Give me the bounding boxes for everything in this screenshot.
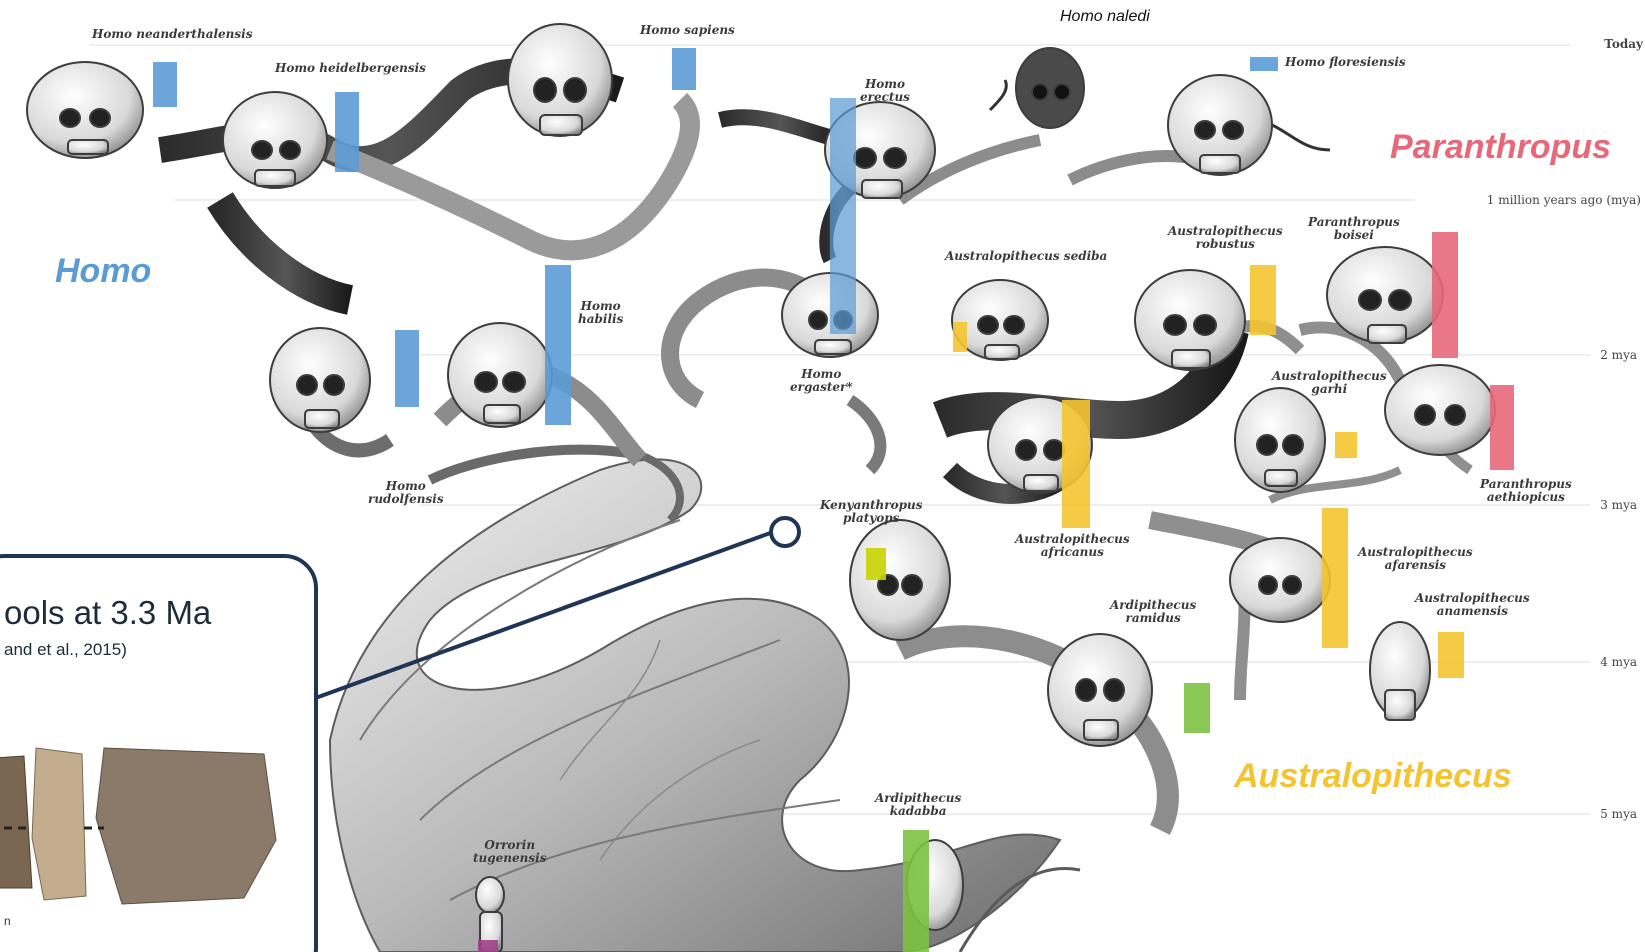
label-robustus: Australopithecus robustus	[1168, 225, 1283, 251]
label-tugenensis: Orrorin tugenensis	[473, 839, 546, 865]
skull-neanderthalensis	[27, 62, 143, 158]
label-naledi: Homo naledi	[1060, 8, 1150, 26]
timeline-4mya: 4 mya	[1600, 655, 1637, 669]
label-habilis: Homo habilis	[578, 300, 623, 326]
label-sapiens: Homo sapiens	[640, 24, 735, 37]
timeline-1mya: 1 million years ago (mya)	[1487, 193, 1641, 207]
label-platyops: Kenyanthropus platyops	[820, 499, 922, 525]
inset-subtitle: and et al., 2015)	[4, 640, 127, 660]
skull-naledi	[1016, 48, 1084, 128]
skull-anamensis	[1370, 622, 1430, 720]
timeline-3mya: 3 mya	[1600, 498, 1637, 512]
inset-connector-dot	[771, 518, 799, 546]
skull-ramidus	[1048, 634, 1152, 746]
label-erectus: Homo erectus	[860, 78, 910, 104]
genus-australopithecus: Australopithecus	[1234, 757, 1512, 796]
skull-heidelbergensis	[223, 92, 327, 188]
label-africanus: Australopithecus africanus	[1015, 533, 1130, 559]
timeline-2mya: 2 mya	[1600, 348, 1637, 362]
label-rudolfensis: Homo rudolfensis	[368, 480, 444, 506]
label-afarensis: Australopithecus afarensis	[1358, 546, 1473, 572]
skull-boisei	[1327, 247, 1443, 343]
skull-robustus	[1135, 270, 1245, 370]
label-anamensis: Australopithecus anamensis	[1415, 592, 1530, 618]
skull-afarensis	[1230, 538, 1330, 622]
label-aethiopicus: Paranthropus aethiopicus	[1480, 478, 1572, 504]
stone-tools-inset: ools at 3.3 Ma and et al., 2015) n	[0, 554, 318, 952]
skull-rudolfensis	[270, 328, 370, 432]
skull-sapiens	[508, 24, 612, 136]
inset-title: ools at 3.3 Ma	[4, 594, 211, 632]
skull-platyops	[850, 520, 950, 640]
genus-homo: Homo	[55, 252, 151, 291]
label-boisei: Paranthropus boisei	[1308, 216, 1400, 242]
label-neanderthalensis: Homo neanderthalensis	[92, 28, 252, 41]
label-sediba: Australopithecus sediba	[945, 250, 1107, 263]
timeline-today: Today	[1604, 37, 1643, 51]
label-kadabba: Ardipithecus kadabba	[875, 792, 961, 818]
label-ergaster: Homo ergaster*	[790, 368, 853, 394]
label-floresiensis: Homo floresiensis	[1285, 56, 1406, 69]
skull-habilis	[448, 323, 552, 427]
skull-aethiopicus	[1385, 365, 1495, 455]
timeline-5mya: 5 mya	[1600, 807, 1637, 821]
main-trunk	[330, 450, 1080, 952]
label-ramidus: Ardipithecus ramidus	[1110, 599, 1196, 625]
label-heidelbergensis: Homo heidelbergensis	[275, 62, 426, 75]
inset-footnote: n	[4, 914, 11, 928]
genus-paranthropus: Paranthropus	[1390, 128, 1611, 167]
skull-garhi	[1235, 388, 1325, 492]
stone-tool-images	[0, 728, 314, 908]
skull-floresiensis	[1168, 75, 1272, 175]
label-garhi: Australopithecus garhi	[1272, 370, 1387, 396]
